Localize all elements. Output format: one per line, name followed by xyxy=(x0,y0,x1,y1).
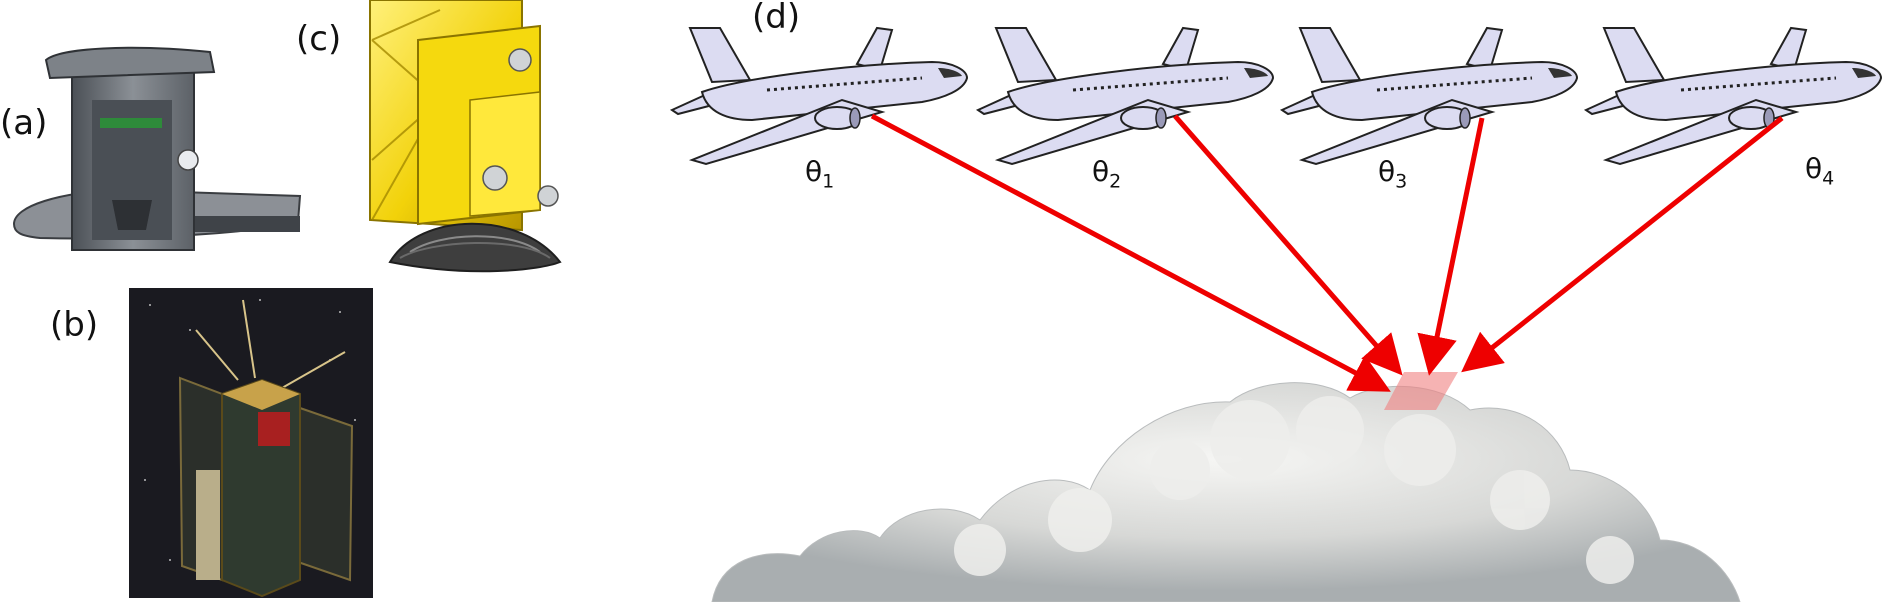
observed-target-patch xyxy=(1384,372,1458,410)
airplane-4 xyxy=(1584,26,1883,166)
panel-label-b: (b) xyxy=(50,305,99,345)
view-arrow-1 xyxy=(870,113,1391,392)
yellow-instrument-image xyxy=(369,0,562,273)
panel-label-d: (d) xyxy=(752,0,801,37)
instrument-cutaway-image xyxy=(12,46,302,251)
cubesat-image xyxy=(129,288,373,598)
view-arrow-2 xyxy=(1173,114,1403,376)
view-arrow-4 xyxy=(1461,116,1784,373)
panel-label-a: (a) xyxy=(0,103,48,143)
theta-1-label: θ1 xyxy=(805,155,835,193)
cumulus-cloud-image xyxy=(711,382,1741,602)
airplane-3 xyxy=(1280,26,1579,166)
view-arrow-3 xyxy=(1417,117,1485,376)
panel-label-c: (c) xyxy=(296,19,342,59)
theta-4-label: θ4 xyxy=(1805,152,1835,190)
theta-2-label: θ2 xyxy=(1092,155,1122,193)
airplane-2 xyxy=(976,26,1275,166)
theta-3-label: θ3 xyxy=(1378,155,1408,193)
